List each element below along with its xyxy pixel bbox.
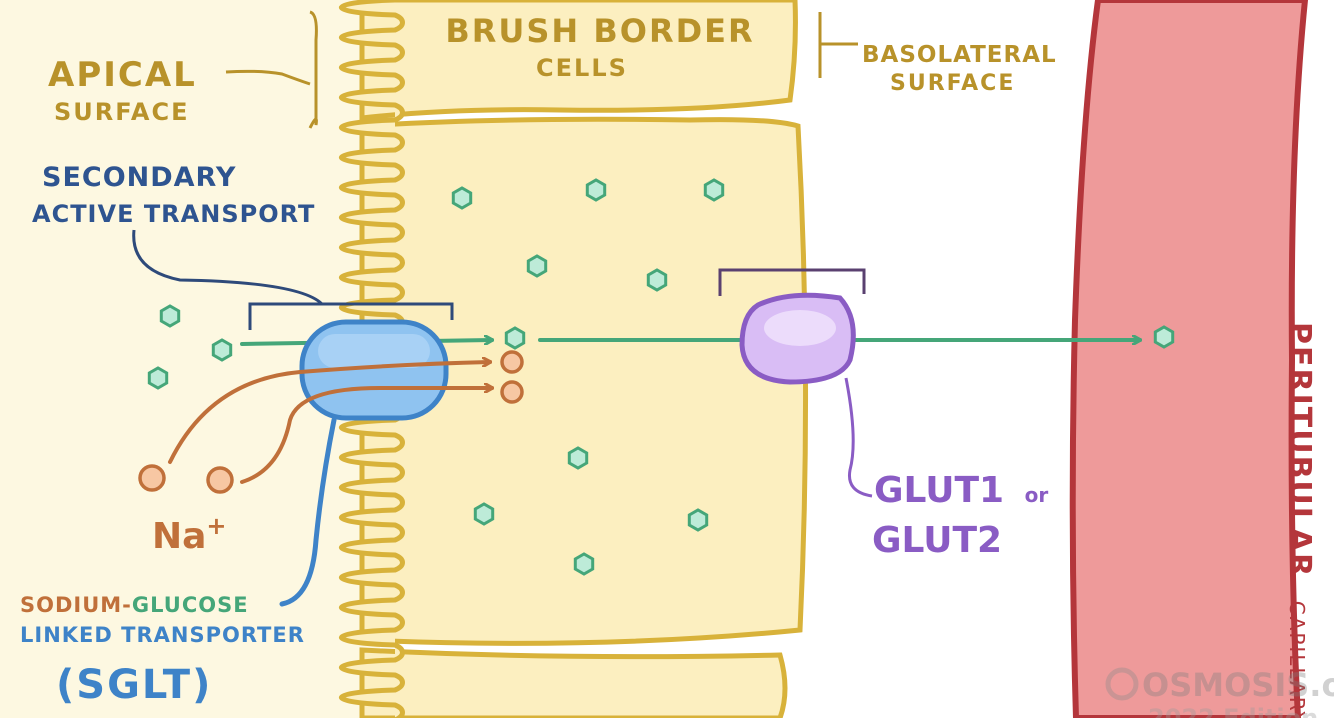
capillary-text: CAPILLARY xyxy=(1285,601,1309,718)
glucose-molecule xyxy=(159,304,181,328)
basolateral-label: BASOLATERAL xyxy=(862,42,1057,68)
peritubular-capillary xyxy=(1069,0,1309,718)
secondary-transport-bracket xyxy=(248,302,454,330)
basolateral-surface-label: SURFACE xyxy=(890,71,1015,96)
secondary-transport-leader xyxy=(132,229,324,306)
sglt-name-line2: LINKED TRANSPORTER xyxy=(20,623,305,647)
glucose-molecule xyxy=(646,268,668,292)
sodium-ion xyxy=(206,466,234,494)
basolateral-bracket xyxy=(818,12,858,78)
secondary-label: SECONDARY xyxy=(42,162,236,193)
bottom-cell xyxy=(359,647,788,718)
apical-bracket xyxy=(308,10,318,129)
glut2-label: GLUT2 xyxy=(872,520,1002,561)
glucose-molecule xyxy=(473,502,495,526)
glucose-molecule xyxy=(451,186,473,210)
sglt-abbrev: (SGLT) xyxy=(56,662,212,708)
sodium-arrow-1 xyxy=(168,362,490,464)
peritubular-text: PERITUBULAR xyxy=(1282,322,1317,578)
glucose-molecule xyxy=(687,508,709,532)
apical-surface-label: SURFACE xyxy=(54,98,189,126)
glucose-molecule xyxy=(573,552,595,576)
glut1-text: GLUT1 xyxy=(874,470,1004,511)
apical-leader xyxy=(225,69,311,86)
glucose-molecule xyxy=(211,338,233,362)
glucose-molecule xyxy=(147,366,169,390)
glut-bracket xyxy=(718,268,866,296)
glucose-word: GLUCOSE xyxy=(132,593,249,617)
sglt-leader xyxy=(279,417,337,607)
watermark-subtext: 2022 Edition xyxy=(1148,704,1318,718)
glut1-label: GLUT1 or xyxy=(874,470,1048,511)
watermark-text: OSMOSIS.org xyxy=(1142,666,1334,704)
sodium-ion xyxy=(500,380,524,404)
top-cell xyxy=(359,0,798,121)
cells-label: CELLS xyxy=(536,54,628,82)
sodium-ions xyxy=(138,350,524,494)
sglt-name-line1: SODIUM-GLUCOSE xyxy=(20,593,249,617)
sodium-ion xyxy=(500,350,524,374)
glucose-molecule xyxy=(567,446,589,470)
sodium-word: SODIUM- xyxy=(20,593,132,617)
glucose-molecules xyxy=(147,178,1175,576)
sodium-arrow-2 xyxy=(240,388,494,484)
sglt-highlight xyxy=(318,334,430,368)
active-transport-label: ACTIVE TRANSPORT xyxy=(32,200,315,228)
glucose-molecule xyxy=(526,254,548,278)
glut-highlight xyxy=(764,310,836,346)
glut-or-text: or xyxy=(1025,483,1049,507)
glucose-molecule xyxy=(504,326,526,350)
osmosis-logo-icon xyxy=(1105,667,1139,701)
apical-label: APICAL xyxy=(48,55,197,95)
glucose-molecule xyxy=(1153,325,1175,349)
glucose-molecule xyxy=(703,178,725,202)
osmosis-watermark: OSMOSIS.org 2022 Edition xyxy=(1105,666,1334,718)
glut-leader xyxy=(844,377,873,498)
brush-border-label: BRUSH BORDER xyxy=(445,12,754,50)
sodium-ion xyxy=(138,464,166,492)
peritubular-label: PERITUBULAR CAPILLARY xyxy=(1282,322,1317,718)
glucose-molecule xyxy=(585,178,607,202)
